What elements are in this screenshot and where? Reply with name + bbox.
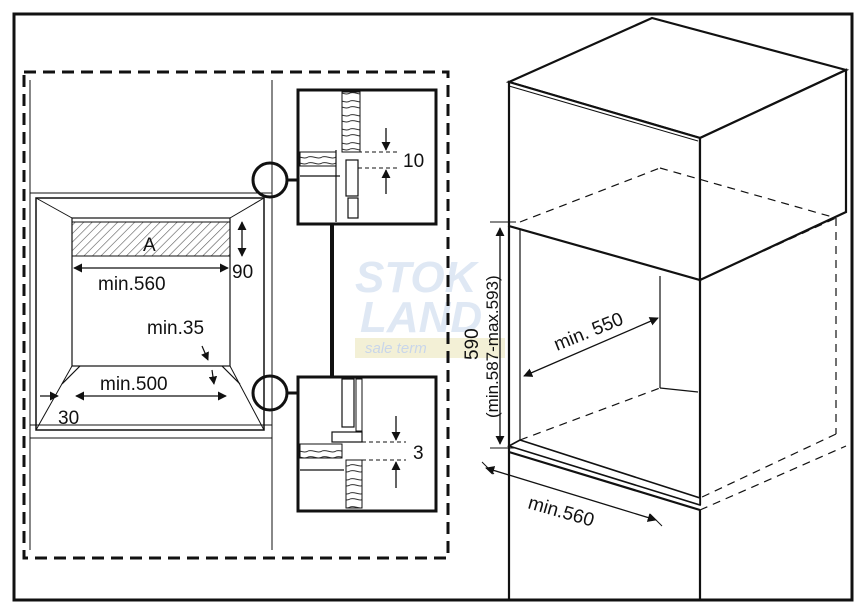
- outer-frame: [12, 12, 854, 602]
- detail-top: [296, 88, 438, 226]
- bottom-width-label: min.500: [100, 374, 168, 395]
- cutout-hatched: [71, 221, 231, 257]
- oven-outer-frame: [35, 197, 265, 431]
- detail-marker-bottom: [251, 374, 289, 412]
- detail-marker-top: [251, 161, 289, 199]
- cabinet-height-label: 590: [462, 328, 483, 360]
- detail-bottom: [296, 375, 438, 513]
- side-label: 30: [58, 408, 79, 429]
- width-label: min.560: [98, 274, 166, 295]
- oven-inner-frame: [71, 217, 231, 367]
- detail-bottom-gap-label: 3: [413, 443, 424, 464]
- detail-connectors: [251, 161, 334, 412]
- front-view: [22, 70, 450, 560]
- watermark-line1: STOK: [355, 253, 480, 302]
- watermark-band: [355, 338, 505, 358]
- cabinet-iso: [481, 16, 850, 600]
- watermark-line2: LAND: [360, 293, 482, 342]
- bottom-gap-label: min.35: [147, 318, 204, 339]
- cutout-label: A: [143, 235, 156, 256]
- watermark: STOK LAND sale term: [355, 253, 505, 358]
- watermark-line3: sale term: [365, 340, 427, 357]
- front-dashed-outline: [22, 70, 450, 560]
- detail-top-gap-label: 10: [403, 151, 424, 172]
- height-label: 90: [232, 262, 253, 283]
- cabinet-height-range-label: (min.587-max.593): [483, 275, 502, 418]
